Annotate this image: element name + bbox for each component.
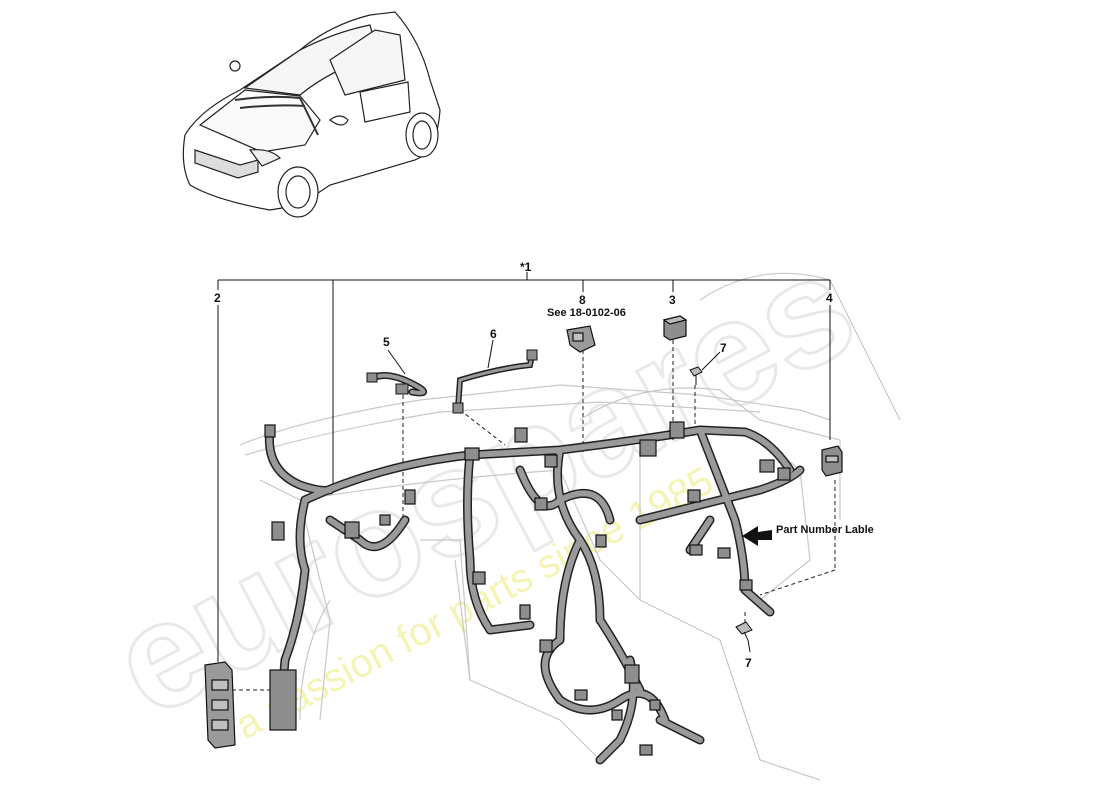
callout-6: 6 bbox=[490, 327, 497, 341]
see-reference: See 18-0102-06 bbox=[547, 307, 626, 319]
part-5-wire bbox=[366, 372, 428, 397]
part-6-wire bbox=[452, 349, 538, 414]
part-4-connector bbox=[821, 445, 843, 477]
part-7-bolt-lower bbox=[735, 621, 753, 641]
left-arrow-icon bbox=[742, 526, 772, 546]
part-3-relay bbox=[662, 315, 688, 341]
callout-2: 2 bbox=[214, 291, 221, 305]
assembly-bracket bbox=[217, 272, 831, 662]
callout-8: 8 bbox=[579, 293, 586, 307]
harness-connectors bbox=[264, 421, 791, 756]
part-8-connector bbox=[566, 325, 596, 353]
car-overview-illustration bbox=[182, 11, 441, 218]
part-2-junction-block bbox=[204, 661, 236, 749]
callout-7-upper: 7 bbox=[720, 341, 727, 355]
callout-labels: *1 2 8 See 18-0102-06 3 4 5 6 7 7 Part N… bbox=[214, 260, 874, 670]
callout-4: 4 bbox=[826, 291, 833, 305]
part-7-bolt-upper bbox=[689, 366, 703, 385]
callout-7-lower: 7 bbox=[745, 656, 752, 670]
callout-5: 5 bbox=[383, 335, 390, 349]
part-number-label: Part Number Lable bbox=[776, 524, 874, 536]
callout-3: 3 bbox=[669, 293, 676, 307]
dashed-leaders bbox=[232, 340, 836, 691]
callout-assembly: *1 bbox=[520, 260, 532, 274]
callout-leaders bbox=[387, 339, 751, 653]
